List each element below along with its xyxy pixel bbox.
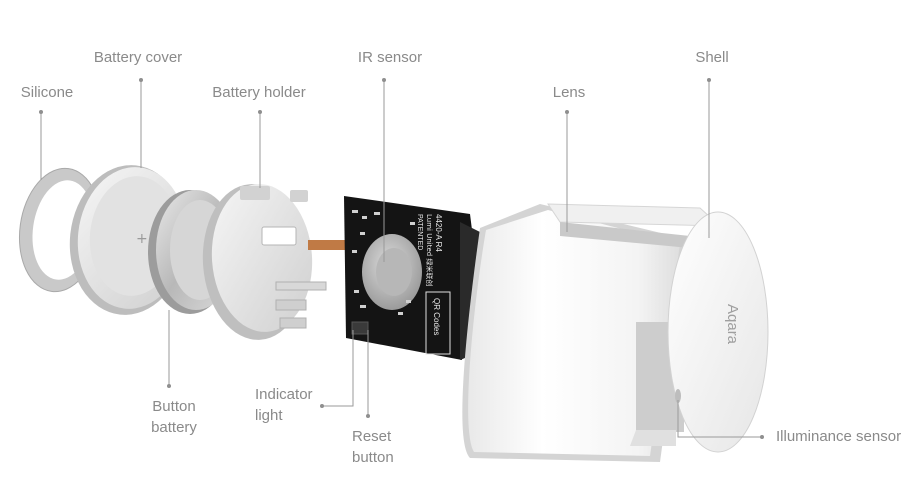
label-indicator-light-line2: light — [255, 407, 283, 424]
label-lens: Lens — [552, 84, 586, 101]
label-indicator-light: Indicator light — [255, 384, 313, 426]
label-battery-holder: Battery holder — [212, 84, 306, 101]
pcb-board: 4420-A R4 Lumi United 绿米联创 PATENTED QR C… — [344, 196, 480, 360]
pcb-qr-text: QR Codes — [432, 298, 441, 335]
label-reset-button-line2: button — [352, 449, 394, 466]
svg-text:+: + — [136, 231, 148, 247]
shell: Aqara — [462, 203, 769, 462]
pcb-model-text: 4420-A R4 — [434, 214, 443, 252]
label-reset-button-line1: Reset — [352, 428, 392, 445]
leader-indicator-light — [322, 330, 354, 407]
label-reset-button: Reset button — [352, 426, 394, 468]
battery-holder — [202, 184, 348, 340]
leader-illuminance-sensor — [677, 400, 762, 438]
brand-logo-text: Aqara — [724, 304, 741, 345]
pcb-maker-text: Lumi United 绿米联创 — [425, 214, 434, 286]
pcb-patent-text: PATENTED — [416, 214, 423, 250]
leader-lines — [39, 78, 764, 439]
label-silicone: Silicone — [20, 84, 74, 101]
label-battery-cover: Battery cover — [93, 49, 183, 66]
label-button-battery: Button battery — [151, 396, 197, 438]
label-button-battery-line2: battery — [151, 419, 197, 436]
label-shell: Shell — [695, 49, 729, 66]
label-illuminance-sensor: Illuminance sensor — [776, 428, 902, 445]
label-ir-sensor: IR sensor — [357, 49, 423, 66]
label-button-battery-line1: Button — [152, 398, 196, 415]
label-indicator-light-line1: Indicator — [255, 386, 313, 403]
